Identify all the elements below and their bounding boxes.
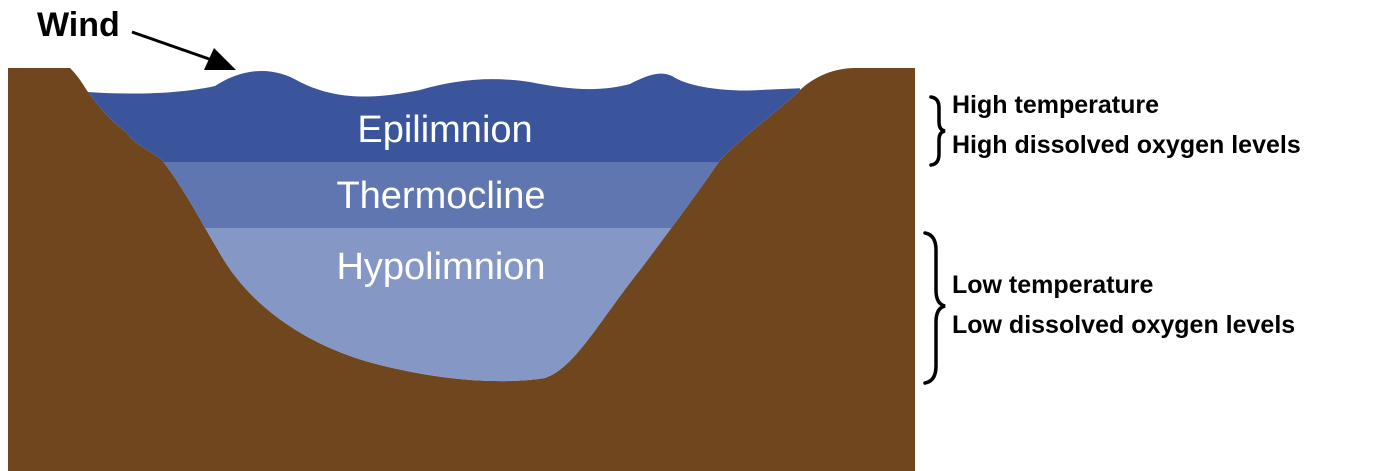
upper-brace-icon bbox=[929, 95, 946, 167]
low-temperature-text: Low temperature bbox=[952, 271, 1154, 299]
lower-brace-icon bbox=[923, 231, 946, 385]
hypolimnion-label: Hypolimnion bbox=[336, 246, 545, 288]
wind-arrow-icon bbox=[131, 30, 236, 70]
upper-conditions-note: High temperature High dissolved oxygen l… bbox=[952, 85, 1301, 165]
epilimnion-label: Epilimnion bbox=[357, 109, 532, 151]
high-oxygen-text: High dissolved oxygen levels bbox=[952, 131, 1301, 159]
ground-basin bbox=[8, 68, 915, 471]
epilimnion-layer bbox=[88, 71, 800, 162]
wind-label: Wind bbox=[37, 6, 120, 44]
thermocline-label: Thermocline bbox=[336, 175, 545, 217]
high-temperature-text: High temperature bbox=[952, 91, 1159, 119]
lower-conditions-note: Low temperature Low dissolved oxygen lev… bbox=[952, 265, 1295, 345]
low-oxygen-text: Low dissolved oxygen levels bbox=[952, 311, 1296, 339]
